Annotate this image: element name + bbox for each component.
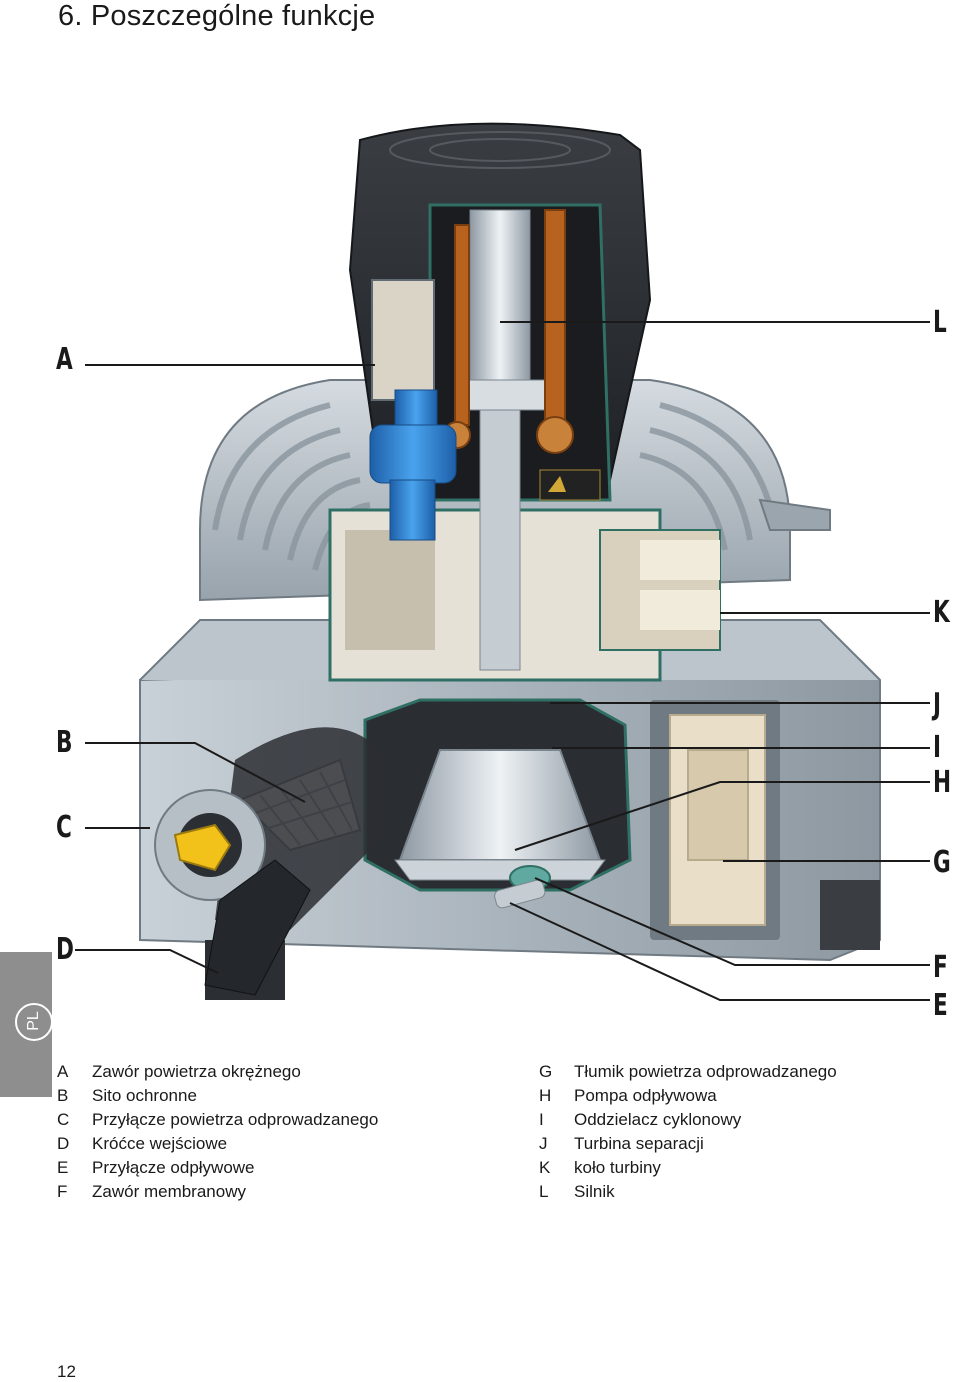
callout-k: K	[933, 595, 950, 630]
legend-text: Zawór powietrza okrężnego	[92, 1062, 301, 1081]
legend-item: F Zawór membranowy	[57, 1180, 378, 1204]
callout-b: B	[56, 725, 73, 760]
legend-key: B	[57, 1086, 69, 1105]
legend-item: B Sito ochronne	[57, 1084, 378, 1108]
vacuum-unit-cutaway	[75, 122, 930, 1001]
legend-text: Zawór membranowy	[92, 1182, 246, 1201]
legend-key: G	[539, 1062, 553, 1081]
legend-text: Turbina separacji	[574, 1134, 704, 1153]
legend-text: Króćce wejściowe	[92, 1134, 228, 1153]
callout-i: I	[933, 730, 942, 765]
cutaway-figure: A B C D E F G H I J K L	[0, 60, 960, 1060]
legend-key: E	[57, 1158, 69, 1177]
legend-item: C Przyłącze powietrza odprowadzanego	[57, 1108, 378, 1132]
callout-d: D	[56, 932, 74, 967]
legend-item: D Króćce wejściowe	[57, 1132, 378, 1156]
legend-text: Sito ochronne	[92, 1086, 197, 1105]
legend-key: D	[57, 1134, 70, 1153]
legend-text: Pompa odpływowa	[574, 1086, 717, 1105]
callout-l: L	[933, 305, 947, 340]
callout-f: F	[933, 950, 948, 985]
legend-item: G Tłumik powietrza odprowadzanego	[539, 1060, 837, 1084]
language-tab-circle	[15, 1003, 53, 1041]
legend-item: E Przyłącze odpływowe	[57, 1156, 378, 1180]
legend-text: Silnik	[574, 1182, 615, 1201]
legend-item: I Oddzielacz cyklonowy	[539, 1108, 837, 1132]
legend-key: L	[539, 1182, 549, 1201]
page-number: 12	[57, 1362, 76, 1381]
legend-text: Przyłącze odpływowe	[92, 1158, 255, 1177]
legend-key: H	[539, 1086, 552, 1105]
legend-text: koło turbiny	[574, 1158, 661, 1177]
legend-text: Oddzielacz cyklonowy	[574, 1110, 742, 1129]
legend-key: J	[539, 1134, 548, 1153]
callout-h: H	[933, 765, 952, 800]
legend-right: G Tłumik powietrza odprowadzanego H Pompa …	[539, 1060, 837, 1204]
legend-item: J Turbina separacji	[539, 1132, 837, 1156]
callout-j: J	[933, 687, 942, 722]
legend-key: K	[539, 1158, 551, 1177]
callout-a: A	[56, 342, 73, 377]
legend-left: A Zawór powietrza okrężnego B Sito ochronn…	[57, 1060, 378, 1204]
legend-text: Tłumik powietrza odprowadzanego	[574, 1062, 837, 1081]
callout-c: C	[56, 810, 72, 845]
legend-key: F	[57, 1182, 68, 1201]
callout-e: E	[933, 988, 948, 1023]
legend-item: H Pompa odpływowa	[539, 1084, 837, 1108]
legend-item: L Silnik	[539, 1180, 837, 1204]
legend-key: C	[57, 1110, 70, 1129]
legend-item: A Zawór powietrza okrężnego	[57, 1060, 378, 1084]
language-tab-label: PL	[25, 1011, 42, 1031]
legend-text: Przyłącze powietrza odprowadzanego	[92, 1110, 379, 1129]
page-title: 6. Poszczególne funkcje	[58, 0, 376, 32]
legend-key: A	[57, 1062, 69, 1081]
legend-key: I	[539, 1110, 544, 1129]
callout-g: G	[933, 845, 951, 880]
